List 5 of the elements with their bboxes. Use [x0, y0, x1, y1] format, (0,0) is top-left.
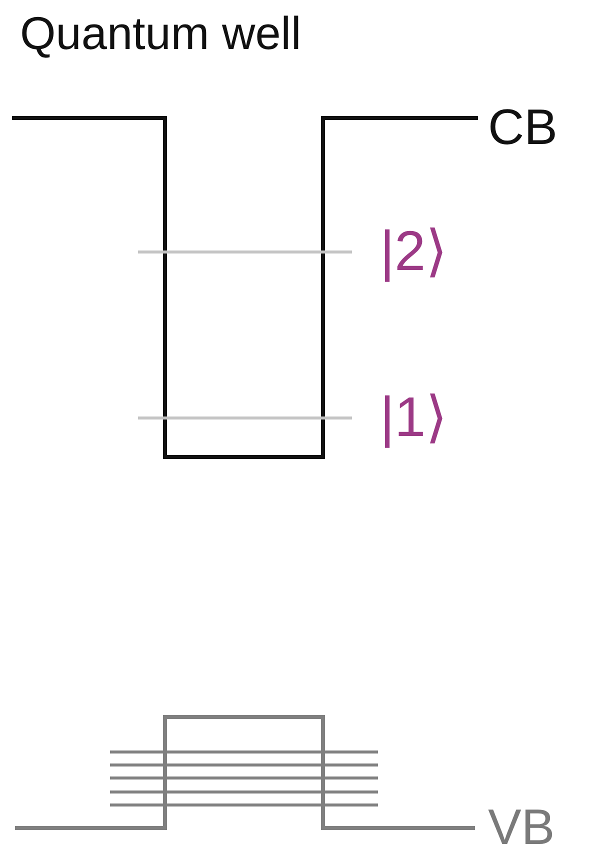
band-label: VB [488, 800, 555, 855]
state-label: |1⟩ [380, 386, 448, 448]
state-label: |2⟩ [380, 220, 448, 282]
diagram-title: Quantum well [20, 8, 302, 59]
band-label: CB [488, 100, 558, 155]
